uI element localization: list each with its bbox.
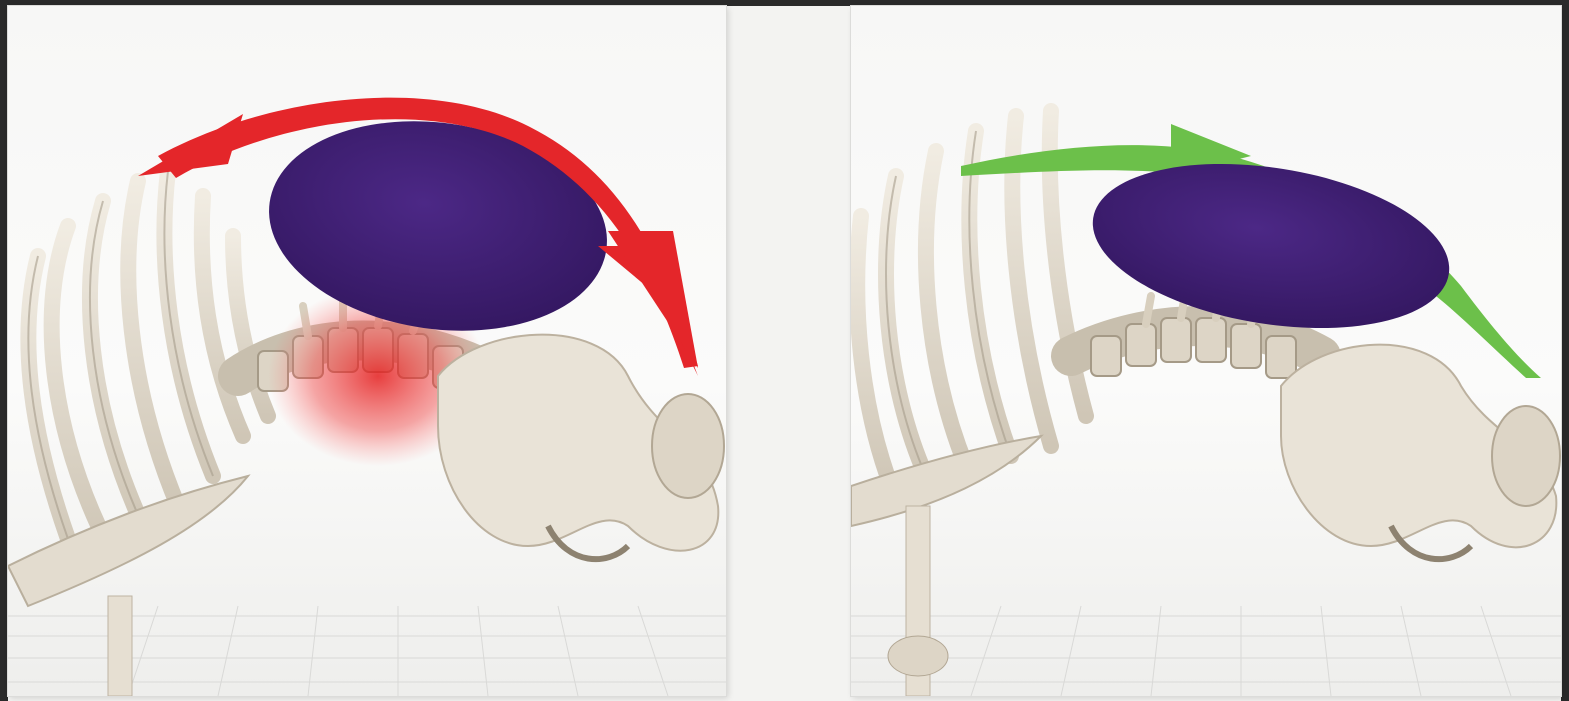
right-illustration: [851, 6, 1561, 696]
left-illustration: [8, 6, 726, 696]
right-border: [1561, 0, 1569, 701]
left-border: [0, 0, 8, 701]
floor-grid: [851, 606, 1561, 696]
pelvis: [1281, 345, 1560, 559]
right-panel: [851, 6, 1561, 696]
leg-bone: [108, 596, 132, 696]
knee-joint: [888, 636, 948, 676]
left-panel: [8, 6, 726, 696]
pelvis: [438, 335, 724, 559]
